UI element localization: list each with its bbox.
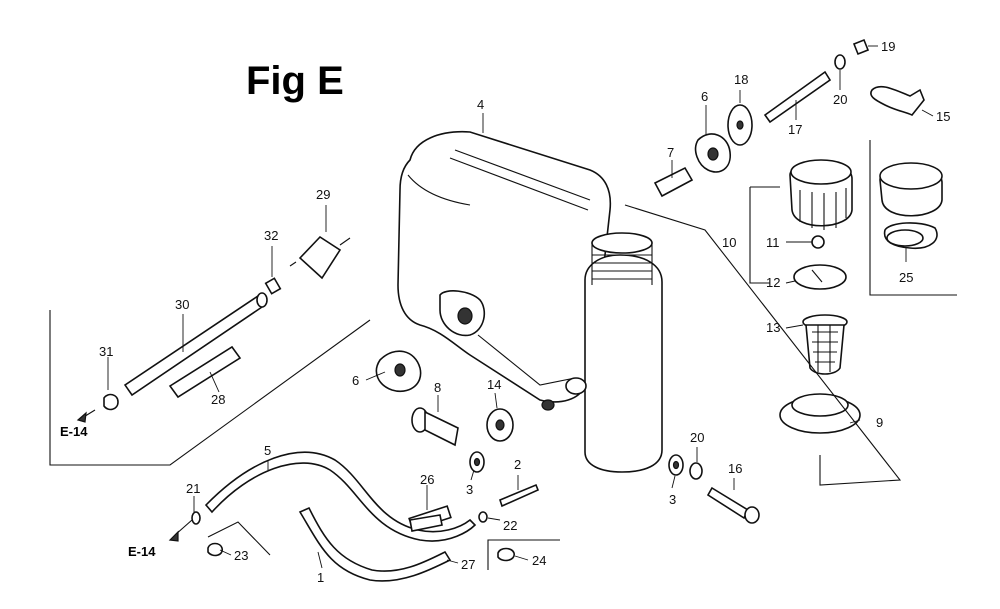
figure-title: Fig E xyxy=(246,59,344,103)
tube-26 xyxy=(409,514,443,532)
callout-6-left: 6 xyxy=(352,373,359,388)
callout-22: 22 xyxy=(503,518,517,533)
fuel-cap-10 xyxy=(789,159,853,230)
grommet-6 xyxy=(375,350,422,392)
plate-12 xyxy=(793,264,847,290)
nut-9 xyxy=(779,393,861,434)
callout-11: 11 xyxy=(766,235,780,250)
lower-right-bracket xyxy=(487,539,560,570)
e14-upper-arrowhead xyxy=(76,411,87,423)
fuel-tank xyxy=(397,130,612,403)
callout-3-left: 3 xyxy=(466,482,473,497)
callout-9: 9 xyxy=(876,415,883,430)
callout-3-right: 3 xyxy=(669,492,676,507)
filler-neck xyxy=(541,232,663,473)
tube-7 xyxy=(653,166,694,198)
e14-lower-arrowhead xyxy=(168,530,179,542)
callout-6-upper: 6 xyxy=(701,89,708,104)
callout-28: 28 xyxy=(211,392,225,407)
fuel-pipe-group xyxy=(103,235,351,411)
callout-31: 31 xyxy=(99,344,113,359)
washer-20-upper xyxy=(834,54,846,70)
washer-3-left xyxy=(469,451,485,473)
callout-18: 18 xyxy=(734,72,748,87)
clip-23 xyxy=(207,542,223,557)
callout-2: 2 xyxy=(514,457,521,472)
washer-20-lower xyxy=(689,462,703,480)
cap-25-frame-line xyxy=(869,140,957,296)
callout-25: 25 xyxy=(899,270,913,285)
callout-21: 21 xyxy=(186,481,200,496)
leader-lines xyxy=(107,45,934,569)
bracket-15 xyxy=(870,85,925,116)
clip-24 xyxy=(497,547,515,562)
callout-8: 8 xyxy=(434,380,441,395)
bolt-2 xyxy=(499,483,540,508)
bolt-16 xyxy=(706,486,760,524)
callout-4: 4 xyxy=(477,97,484,112)
callout-17: 17 xyxy=(788,122,802,137)
grommet-14 xyxy=(486,408,514,442)
clip-22 xyxy=(478,511,488,523)
left-frame-line xyxy=(49,310,371,466)
callout-26: 26 xyxy=(420,472,434,487)
callout-19: 19 xyxy=(881,39,895,54)
callout-29: 29 xyxy=(316,187,330,202)
callout-32: 32 xyxy=(264,228,278,243)
joint-8 xyxy=(411,407,459,447)
bracket-10-line xyxy=(749,187,770,284)
callout-24: 24 xyxy=(532,553,546,568)
callout-14: 14 xyxy=(487,377,501,392)
fuel-cap-25 xyxy=(879,162,943,250)
plate-18 xyxy=(727,104,753,146)
callout-12: 12 xyxy=(766,275,780,290)
callout-27: 27 xyxy=(461,557,475,572)
callout-30: 30 xyxy=(175,297,189,312)
callout-10: 10 xyxy=(722,235,736,250)
callout-1: 1 xyxy=(317,570,324,585)
strainer-13 xyxy=(802,314,848,375)
bolt-17 xyxy=(763,70,832,124)
clip-21 xyxy=(191,511,201,525)
ref-e14-upper: E-14 xyxy=(60,424,88,439)
callout-15: 15 xyxy=(936,109,950,124)
washer-3-right xyxy=(668,454,684,476)
callout-16: 16 xyxy=(728,461,742,476)
callout-7: 7 xyxy=(667,145,674,160)
grommet-6-upper xyxy=(694,133,731,173)
ref-e14-lower: E-14 xyxy=(128,544,156,559)
callout-20-upper: 20 xyxy=(833,92,847,107)
seal-11 xyxy=(811,235,825,249)
nut-19 xyxy=(852,38,870,56)
lower-left-bracket xyxy=(207,521,271,556)
callout-23: 23 xyxy=(234,548,248,563)
callout-5: 5 xyxy=(264,443,271,458)
callout-20-lower: 20 xyxy=(690,430,704,445)
cap-assembly-frame xyxy=(624,204,902,486)
callout-13: 13 xyxy=(766,320,780,335)
